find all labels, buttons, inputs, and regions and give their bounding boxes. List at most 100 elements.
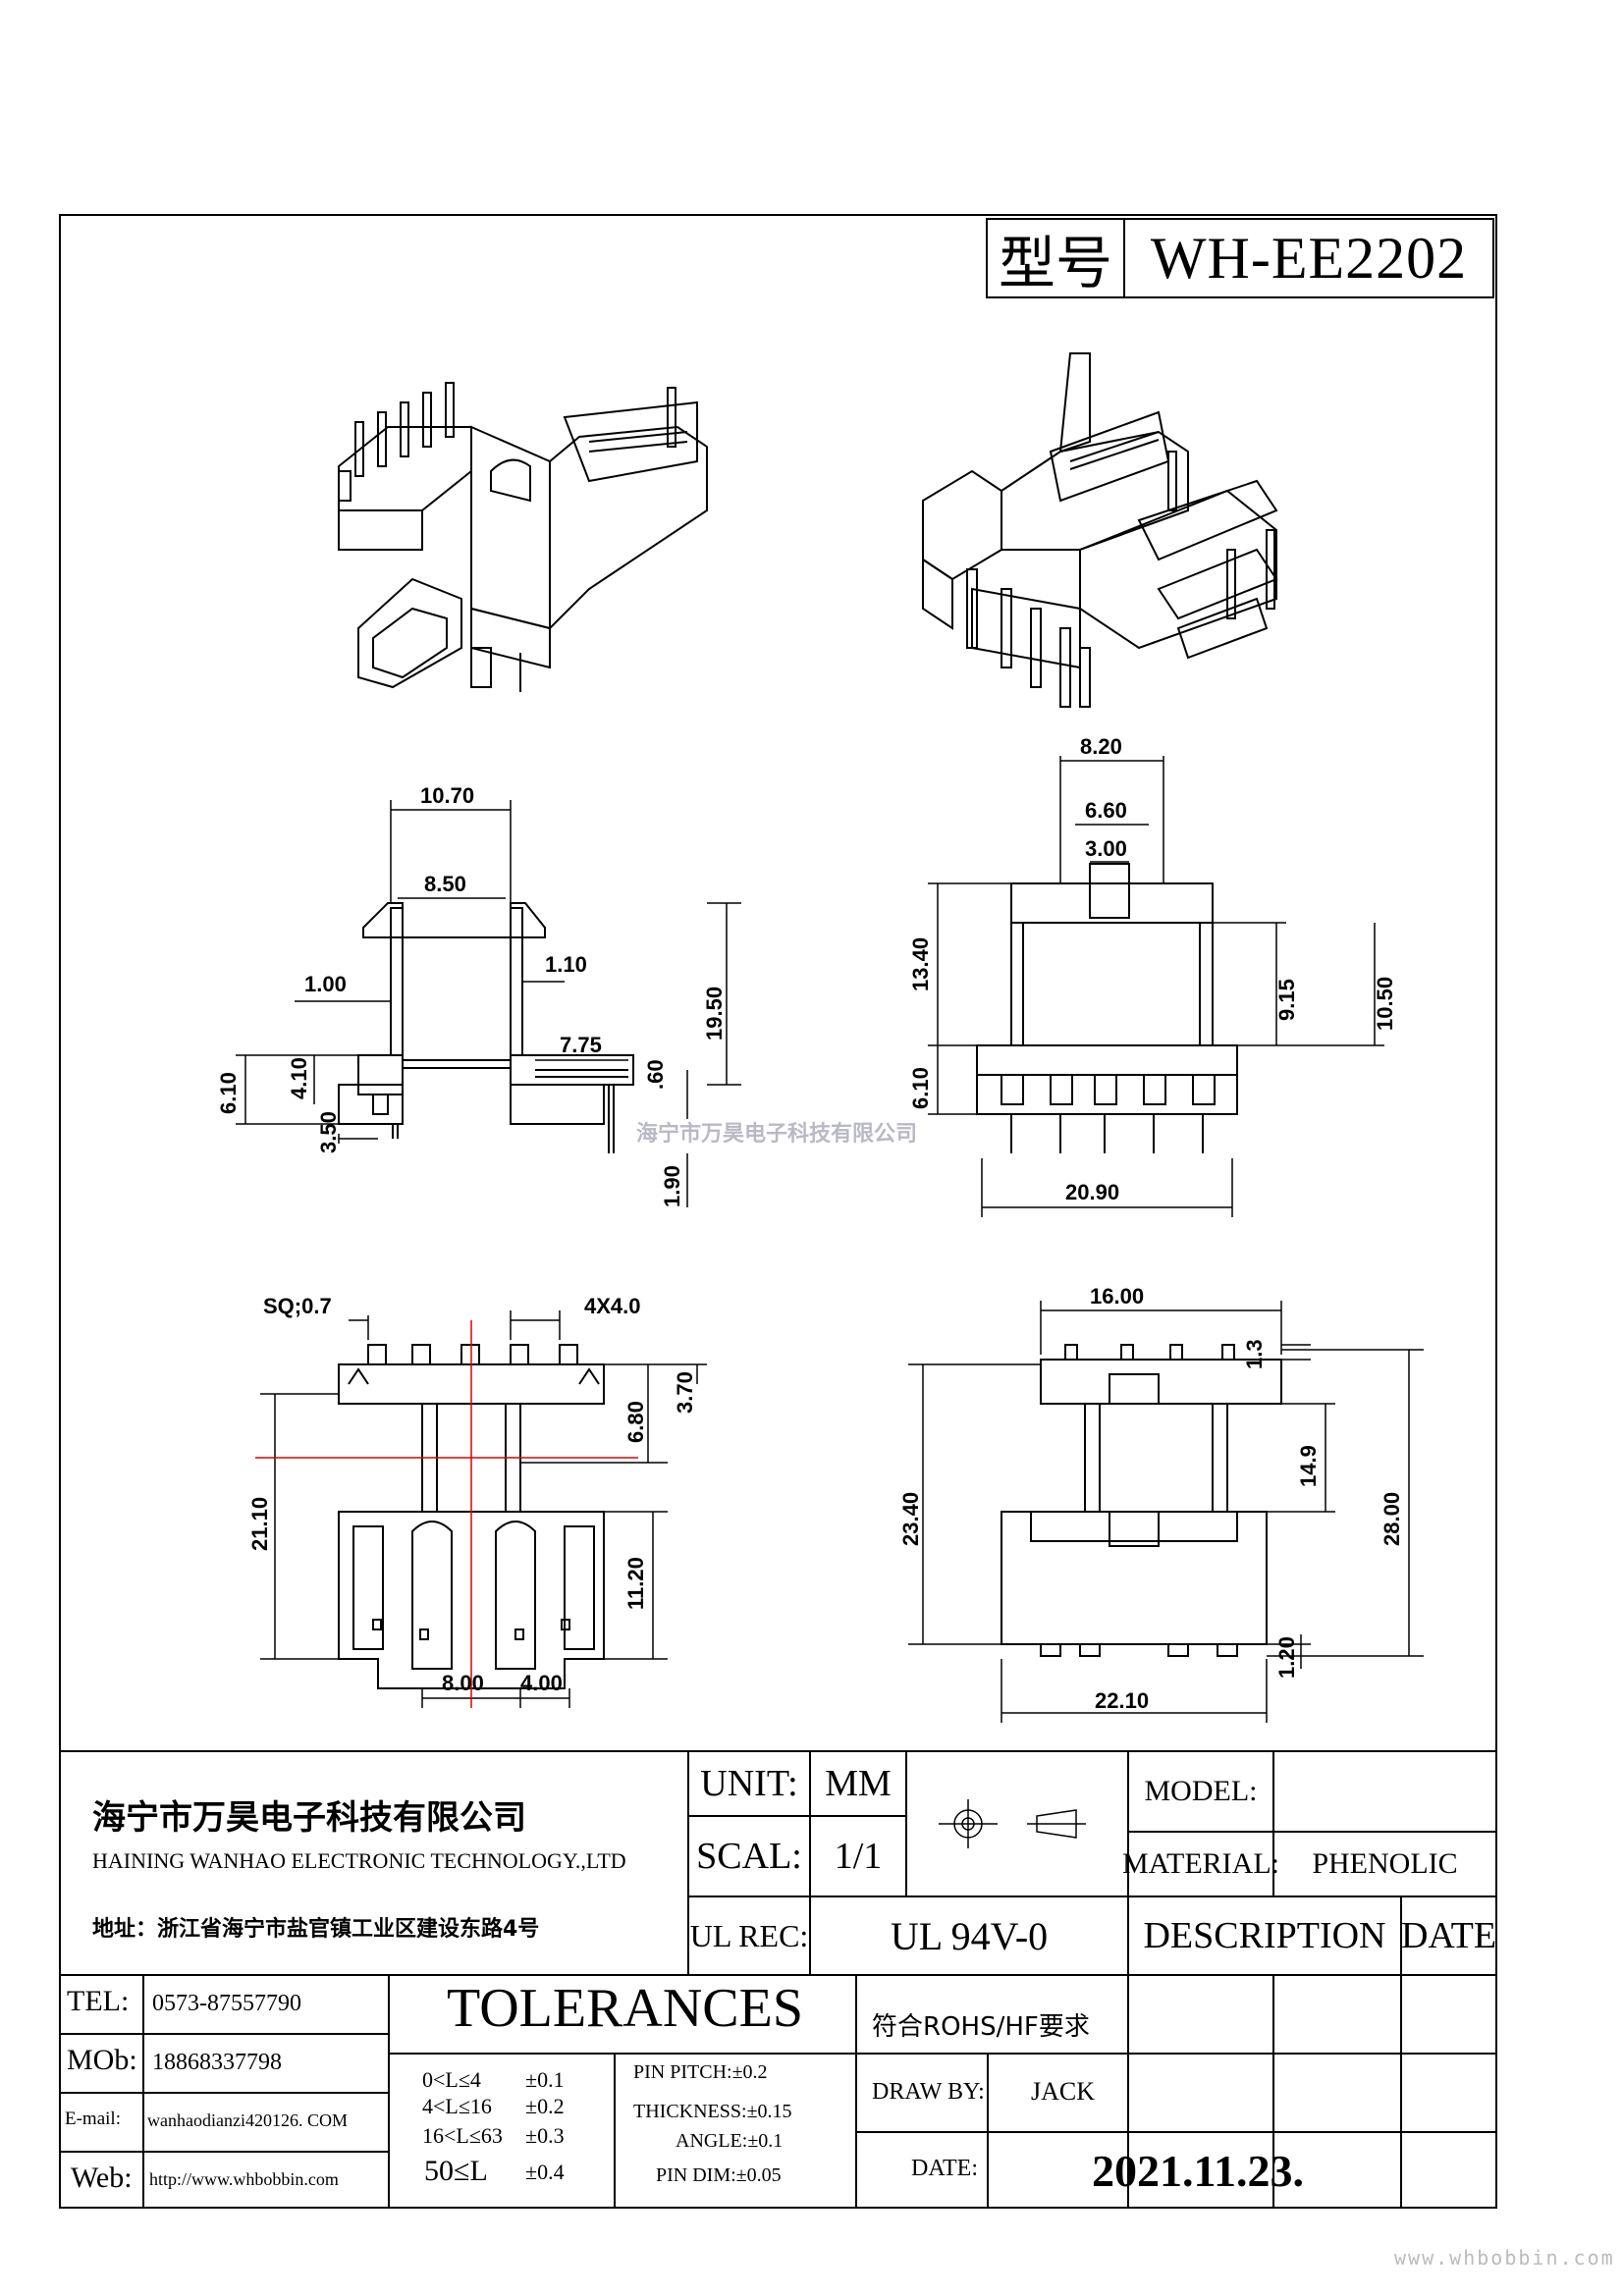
dim-top-28-00: 28.00 bbox=[1380, 1492, 1404, 1546]
watermark-company: 海宁市万昊电子科技有限公司 bbox=[636, 1121, 917, 1146]
dim-front-3-00: 3.00 bbox=[1085, 836, 1127, 861]
dim-bottom-sq: SQ;0.7 bbox=[263, 1294, 332, 1318]
drawby-label: DRAW BY: bbox=[872, 2079, 985, 2105]
tol-range-4: 50≤L bbox=[424, 2155, 488, 2187]
pin-pitch: PIN PITCH:±0.2 bbox=[633, 2061, 768, 2083]
dim-top-14-9: 14.9 bbox=[1296, 1445, 1321, 1487]
technical-drawing: 10.70 8.50 1.00 1.10 7.75 19.50 6.10 4.1… bbox=[216, 352, 1424, 1723]
unit-label: UNIT: bbox=[700, 1763, 798, 1804]
dim-side-4-10: 4.10 bbox=[287, 1057, 311, 1099]
scal-label-cell: SCAL: bbox=[687, 1815, 811, 1897]
date-label: DATE: bbox=[911, 2156, 978, 2181]
model-label-cell: MODEL: bbox=[1127, 1750, 1274, 1833]
dim-bottom-3-70: 3.70 bbox=[673, 1371, 697, 1414]
company-name-en: HAINING WANHAO ELECTRONIC TECHNOLOGY.,LT… bbox=[92, 1848, 626, 1873]
ulrec-label-cell: UL REC: bbox=[687, 1896, 811, 1976]
unit-label-cell: UNIT: bbox=[687, 1750, 811, 1817]
scal-value: 1/1 bbox=[834, 1836, 883, 1877]
dim-front-10-50: 10.50 bbox=[1373, 977, 1397, 1031]
pin-thickness: THICKNESS:±0.15 bbox=[633, 2101, 792, 2122]
tol-value-3: ±0.3 bbox=[525, 2123, 565, 2148]
ulrec-value-cell: UL 94V-0 bbox=[809, 1896, 1129, 1976]
side-view bbox=[338, 902, 634, 1153]
email-label: E-mail: bbox=[65, 2109, 121, 2129]
isometric-view-right bbox=[922, 352, 1278, 708]
ulrec-value: UL 94V-0 bbox=[890, 1913, 1049, 1958]
watermark-site: www.whbobbin.com bbox=[1394, 2246, 1615, 2269]
dim-front-20-90: 20.90 bbox=[1065, 1180, 1119, 1204]
tol-value-4: ±0.4 bbox=[525, 2160, 565, 2184]
pin-dim: PIN DIM:±0.05 bbox=[656, 2164, 782, 2186]
tel-value: 0573-87557790 bbox=[152, 1991, 301, 2016]
web-value: http://www.whbobbin.com bbox=[149, 2169, 339, 2189]
drawby-value: JACK bbox=[1031, 2077, 1096, 2106]
dim-top-1-20: 1.20 bbox=[1274, 1636, 1299, 1679]
company-address: 地址：浙江省海宁市盐官镇工业区建设东路4号 bbox=[92, 1917, 540, 1942]
dim-side-10-70: 10.70 bbox=[420, 783, 474, 808]
drawing-frame bbox=[59, 214, 1497, 2209]
tol-range-2: 4<L≤16 bbox=[422, 2094, 492, 2118]
tel-label: TEL: bbox=[67, 1985, 130, 2017]
company-box: 海宁市万昊电子科技有限公司 HAINING WANHAO ELECTRONIC … bbox=[63, 1761, 681, 1957]
model-number: WH-EE2202 bbox=[1150, 225, 1468, 291]
scal-label: SCAL: bbox=[696, 1836, 802, 1877]
dim-bottom-21-10: 21.10 bbox=[247, 1497, 272, 1551]
dim-side-1-00: 1.00 bbox=[304, 972, 347, 996]
company-name-cn: 海宁市万昊电子科技有限公司 bbox=[92, 1798, 526, 1838]
dim-front-8-20: 8.20 bbox=[1080, 734, 1122, 759]
model-value-cell bbox=[1272, 1750, 1497, 1833]
top-view bbox=[1001, 1344, 1282, 1657]
tol-value-1: ±0.1 bbox=[525, 2067, 565, 2092]
front-view bbox=[976, 863, 1238, 1153]
dim-side-7-75: 7.75 bbox=[560, 1033, 602, 1057]
dim-side-6-10: 6.10 bbox=[216, 1072, 241, 1114]
projection-symbol-icon bbox=[939, 1799, 1086, 1848]
date-header-cell: DATE bbox=[1400, 1896, 1497, 1976]
dim-bottom-4-00: 4.00 bbox=[520, 1671, 563, 1695]
dim-top-16-00: 16.00 bbox=[1090, 1284, 1144, 1308]
dim-side-1-10: 1.10 bbox=[545, 952, 587, 977]
email-value: wanhaodianzi420126. COM bbox=[147, 2110, 348, 2130]
mob-label: MOb: bbox=[67, 2044, 137, 2076]
web-label: Web: bbox=[71, 2162, 133, 2194]
tol-value-2: ±0.2 bbox=[525, 2094, 565, 2118]
dim-side-1-90: 1.90 bbox=[660, 1165, 684, 1207]
description-header-cell: DESCRIPTION bbox=[1127, 1896, 1402, 1976]
scal-value-cell: 1/1 bbox=[809, 1815, 907, 1897]
isometric-view-left bbox=[338, 382, 708, 692]
dimension-lines bbox=[236, 756, 1424, 1723]
dim-bottom-11-20: 11.20 bbox=[623, 1557, 648, 1610]
mob-value: 18868337798 bbox=[152, 2050, 282, 2075]
tol-range-1: 0<L≤4 bbox=[422, 2067, 481, 2092]
ulrec-label: UL REC: bbox=[689, 1917, 809, 1953]
material-label: MATERIAL: bbox=[1122, 1847, 1279, 1880]
dim-side-0-60: .60 bbox=[643, 1059, 668, 1090]
model-field-label: MODEL: bbox=[1144, 1775, 1258, 1807]
dim-bottom-6-80: 6.80 bbox=[623, 1401, 648, 1443]
dim-front-6-10: 6.10 bbox=[908, 1067, 933, 1109]
material-value-cell: PHENOLIC bbox=[1272, 1831, 1497, 1897]
projection-symbol-cell bbox=[905, 1750, 1129, 1897]
tolerances-title: TOLERANCES bbox=[447, 1978, 803, 2039]
model-label-box: 型号 bbox=[986, 218, 1125, 298]
dim-side-3-50: 3.50 bbox=[316, 1111, 341, 1153]
material-label-cell: MATERIAL: bbox=[1122, 1831, 1279, 1897]
unit-value: MM bbox=[825, 1763, 892, 1804]
model-label: 型号 bbox=[998, 230, 1112, 296]
rohs-note: 符合ROHS/HF要求 bbox=[872, 2012, 1090, 2042]
date-header: DATE bbox=[1400, 1915, 1497, 1956]
date-value: 2021.11.23. bbox=[1092, 2146, 1304, 2196]
material-value: PHENOLIC bbox=[1312, 1847, 1458, 1880]
model-number-box: WH-EE2202 bbox=[1123, 218, 1494, 298]
tol-range-3: 16<L≤63 bbox=[422, 2123, 503, 2148]
dim-bottom-4x4: 4X4.0 bbox=[584, 1294, 641, 1318]
dim-top-23-40: 23.40 bbox=[898, 1492, 923, 1546]
dim-side-8-50: 8.50 bbox=[424, 872, 466, 896]
dim-front-13-40: 13.40 bbox=[908, 937, 933, 991]
dim-side-19-50: 19.50 bbox=[702, 987, 727, 1041]
description-header: DESCRIPTION bbox=[1143, 1915, 1386, 1956]
dim-front-6-60: 6.60 bbox=[1085, 798, 1127, 823]
unit-value-cell: MM bbox=[809, 1750, 907, 1817]
dim-top-22-10: 22.10 bbox=[1095, 1688, 1149, 1713]
pin-angle: ANGLE:±0.1 bbox=[676, 2130, 784, 2152]
